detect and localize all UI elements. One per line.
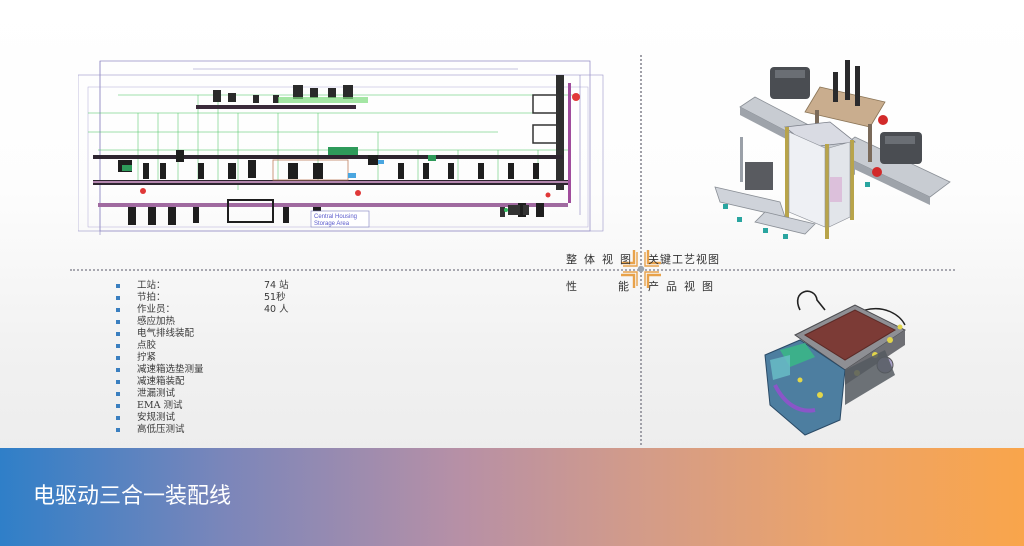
spec-list: 工站： 74 站 节拍： 51秒 作业员： 40 人 感应加热 电气排线装配 点胶 拧… (115, 280, 289, 436)
spec-label: 减速箱选垫测量 (137, 364, 204, 375)
spec-value: 51秒 (264, 292, 286, 303)
layout-label-line2: Storage Area (314, 221, 350, 227)
spec-label: 作业员： (137, 304, 176, 315)
spec-value: 74 站 (264, 280, 289, 291)
label-key-process-view: 关键工艺视图 (648, 253, 720, 266)
spec-label: 感应加热 (137, 316, 176, 327)
spec-item-safety-test: 安规测试 (115, 412, 204, 424)
bullet-icon (116, 344, 120, 348)
spec-label: 节拍： (137, 292, 166, 303)
spec-item-operators: 作业员： 40 人 (115, 304, 289, 316)
label-performance: 性能 (566, 278, 636, 294)
spec-label: 安规测试 (137, 412, 176, 423)
layout-label-line1: Central Housing (314, 214, 357, 220)
bullet-icon (116, 284, 120, 288)
vertical-divider (640, 55, 642, 445)
spec-item-induction-heating: 感应加热 (115, 316, 204, 328)
bullet-icon (116, 308, 120, 312)
title-banner (0, 448, 1024, 546)
spec-item-ema-test: EMA 测试 (115, 400, 204, 412)
spec-label: 工站： (137, 280, 166, 291)
bullet-icon (116, 356, 120, 360)
bullet-icon (116, 428, 120, 432)
assembly-line-layout-drawing: Central Housing Storage Area (78, 55, 618, 235)
spec-label: 泄漏测试 (137, 388, 176, 399)
crosshair-icon (620, 248, 662, 290)
spec-item-shim-measurement: 减速箱选垫测量 (115, 364, 204, 376)
key-process-station-image (705, 52, 955, 242)
horizontal-divider (70, 269, 955, 271)
spec-item-wiring-assembly: 电气排线装配 (115, 328, 204, 340)
slide-title: 电驱动三合一装配线 (33, 484, 232, 509)
bullet-icon (116, 368, 120, 372)
spec-label: 拧紧 (137, 352, 157, 363)
spec-label: 减速箱装配 (137, 376, 185, 387)
spec-label: 电气排线装配 (137, 328, 195, 339)
bullet-icon (116, 380, 120, 384)
spec-item-hv-lv-test: 高低压测试 (115, 424, 204, 436)
label-performance-char2: 能 (618, 280, 636, 293)
spec-label: 高低压测试 (137, 424, 185, 435)
spec-item-gearbox-assembly: 减速箱装配 (115, 376, 204, 388)
bullet-icon (116, 296, 120, 300)
bullet-icon (116, 404, 120, 408)
label-overall-view: 整体视图 (566, 253, 638, 266)
bullet-icon (116, 416, 120, 420)
e-drive-product-image (745, 285, 915, 437)
spec-value: 40 人 (264, 304, 289, 315)
label-product-view: 产品视图 (648, 280, 720, 293)
spec-item-dispensing: 点胶 (115, 340, 204, 352)
spec-label: EMA 测试 (137, 400, 183, 411)
spec-item-leak-test: 泄漏测试 (115, 388, 204, 400)
spec-item-stations: 工站： 74 站 (115, 280, 289, 292)
bullet-icon (116, 320, 120, 324)
spec-item-cycle-time: 节拍： 51秒 (115, 292, 286, 304)
spec-item-tightening: 拧紧 (115, 352, 204, 364)
label-performance-char1: 性 (566, 280, 584, 293)
bullet-icon (116, 332, 120, 336)
spec-label: 点胶 (137, 340, 157, 351)
bullet-icon (116, 392, 120, 396)
